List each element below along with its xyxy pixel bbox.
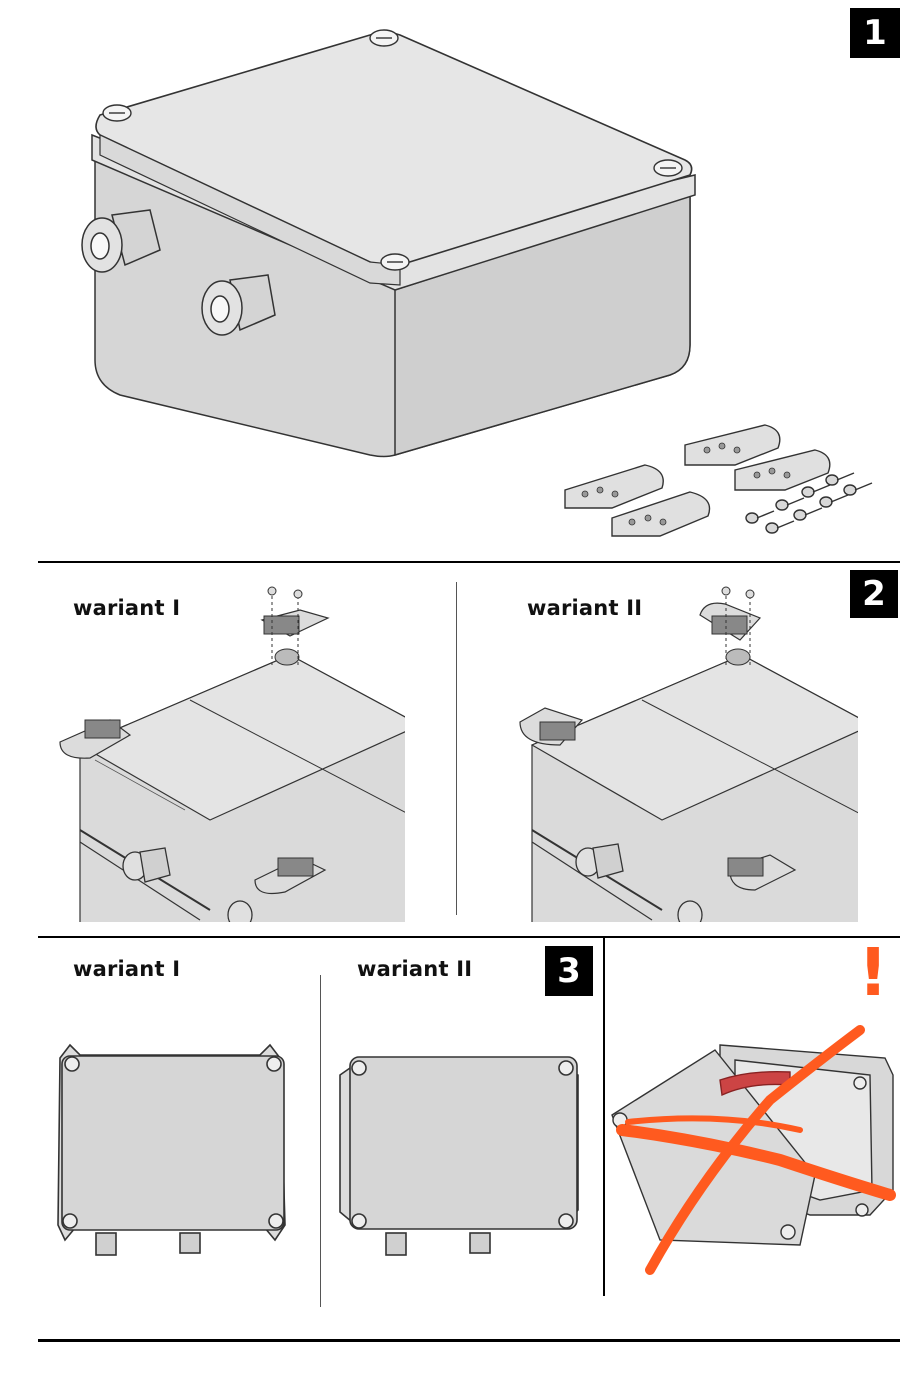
variant2-front-view [339, 1056, 579, 1256]
variant1-front-view [57, 1043, 286, 1256]
mounting-bracket-icon [564, 424, 831, 537]
step-badge-2: 2 [850, 570, 898, 618]
warning-exclamation-icon: ! [858, 934, 889, 1011]
screw-icon [102, 29, 683, 271]
cable-gland-icon [81, 209, 276, 336]
step-badge-1: 1 [850, 8, 900, 58]
divider-2 [38, 936, 900, 938]
enclosure-box-illustration [81, 29, 873, 537]
divider-bottom [38, 1339, 900, 1342]
screw-icon [721, 586, 755, 599]
wrong-mounting-illustration [611, 1044, 894, 1246]
section3-divider-a [320, 975, 321, 1307]
section3-variant2-label: wariant II [357, 957, 473, 981]
screw-icon [267, 586, 303, 599]
section2-variant1-label: wariant I [73, 596, 181, 620]
section2-variant2-label: wariant II [527, 596, 643, 620]
step-badge-3: 3 [545, 946, 593, 996]
section3-variant1-label: wariant I [73, 957, 181, 981]
section2-divider [456, 582, 457, 915]
screws-set-icon [745, 472, 873, 534]
divider-1 [38, 561, 900, 563]
section3-divider-b [603, 936, 605, 1296]
cross-out-icon [616, 1025, 896, 1275]
